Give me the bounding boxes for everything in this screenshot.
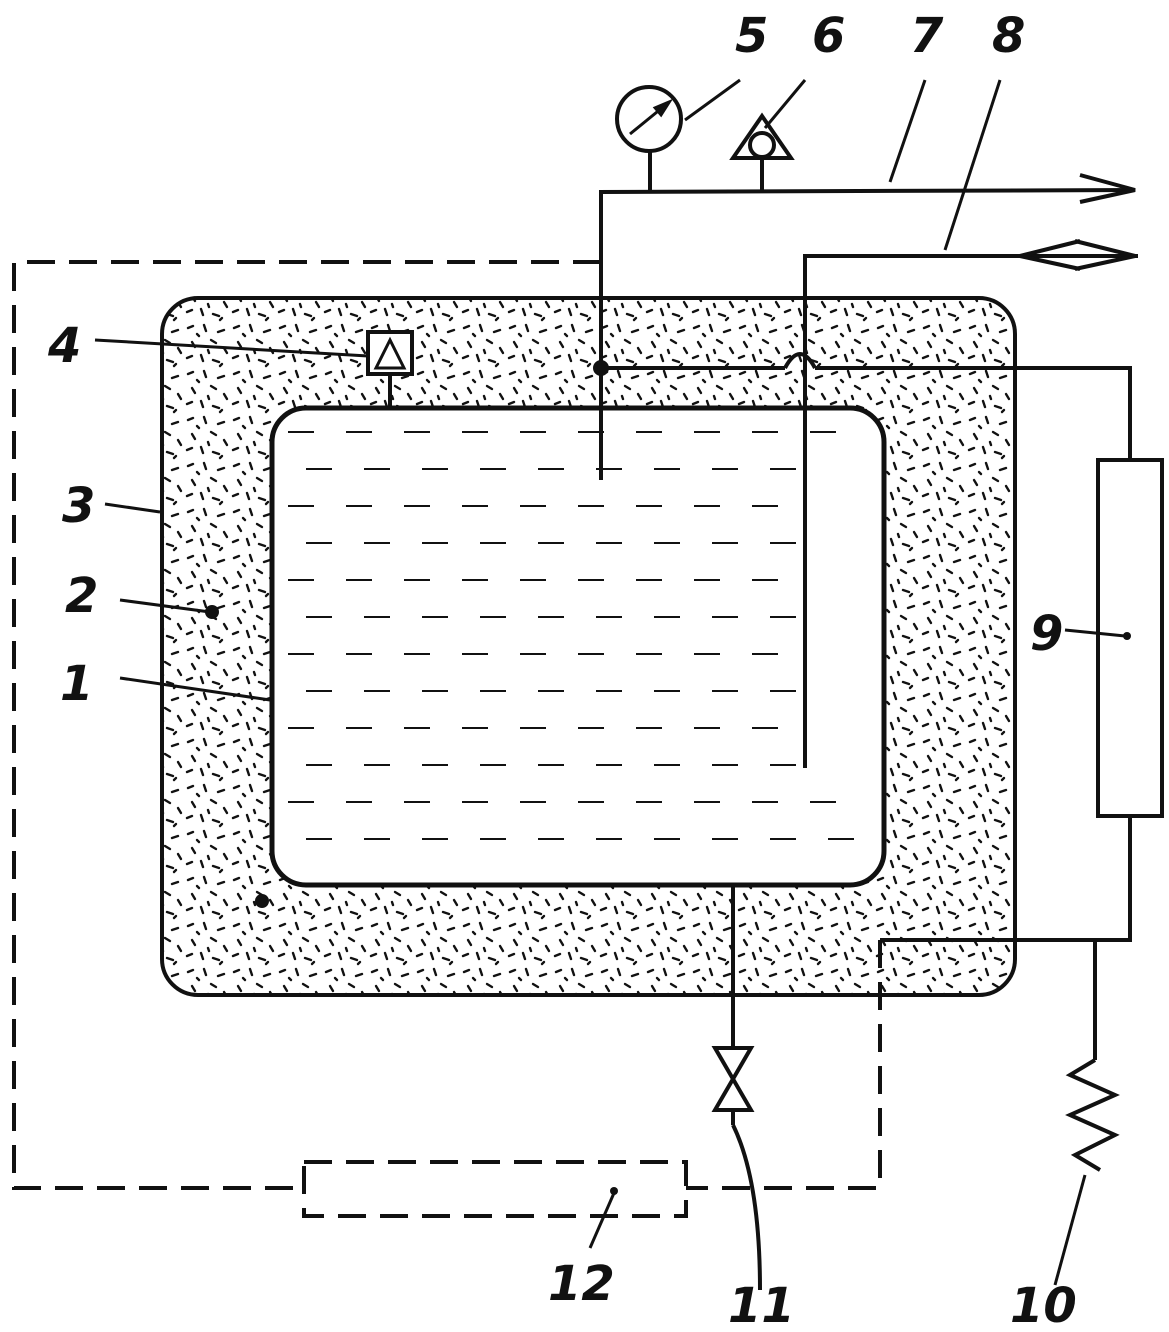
- relief-valve-6: [729, 112, 795, 192]
- inner-vessel: [269, 405, 887, 888]
- controller-12: [302, 1160, 688, 1218]
- drain-valve-11: [711, 885, 762, 1291]
- label-10: 10: [1010, 1278, 1077, 1332]
- label-6: 6: [812, 8, 845, 64]
- heater-coil-10: [1065, 1058, 1120, 1172]
- gas-line: [593, 352, 1132, 460]
- label-1: 1: [60, 656, 93, 712]
- label-11: 11: [728, 1278, 795, 1332]
- label-8: 8: [992, 8, 1025, 64]
- fill-pipe-8: [803, 239, 1138, 768]
- evaporator-9: [1096, 458, 1164, 818]
- control-loop: [12, 260, 882, 1218]
- leader-lines: [94, 78, 1126, 1286]
- label-4: 4: [47, 318, 81, 374]
- label-2: 2: [65, 568, 98, 624]
- liquid-dashes: [288, 431, 854, 840]
- label-7: 7: [910, 8, 944, 64]
- pressure-gauge-5: [615, 85, 683, 192]
- label-12: 12: [548, 1256, 615, 1312]
- safety-valve-4: [366, 330, 414, 408]
- return-line: [880, 816, 1132, 1060]
- label-3: 3: [62, 478, 95, 534]
- label-5: 5: [735, 8, 768, 64]
- outlet-pipe-7: [599, 173, 1136, 480]
- label-9: 9: [1030, 606, 1063, 662]
